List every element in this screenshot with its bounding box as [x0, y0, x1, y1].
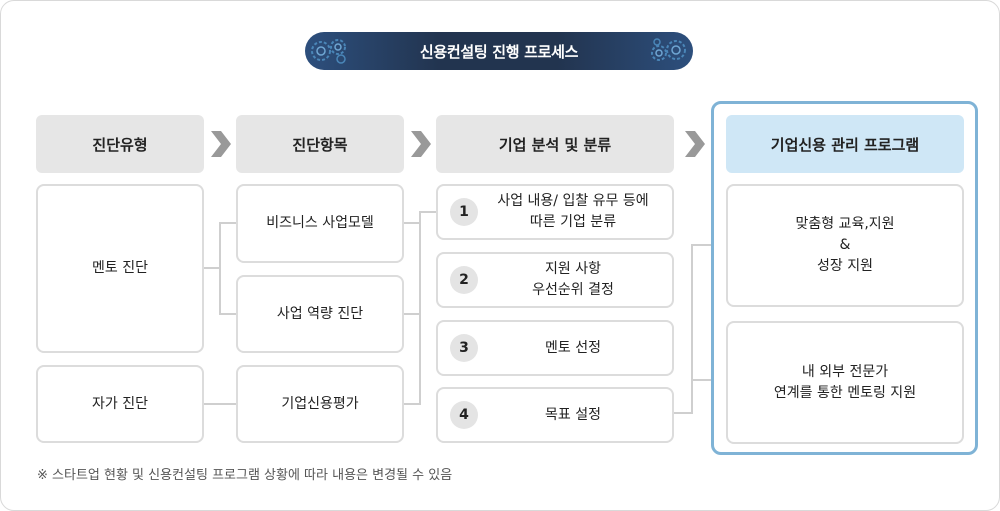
header-label: 기업신용 관리 프로그램 — [770, 135, 920, 154]
step-label: 사업 내용/ 입찰 유무 등에 따른 기업 분류 — [497, 193, 649, 230]
chevron-right-icon — [211, 131, 231, 157]
analysis-step: 1 사업 내용/ 입찰 유무 등에 따른 기업 분류 — [436, 184, 674, 240]
diagnosis-type-self: 자가 진단 — [36, 365, 204, 443]
diagnosis-item-business-model: 비즈니스 사업모델 — [236, 184, 404, 263]
step-number-badge: 3 — [450, 334, 478, 362]
box-label: 멘토 진단 — [92, 260, 148, 276]
header-label: 진단유형 — [92, 135, 148, 154]
header-diagnosis-item: 진단항목 — [236, 115, 404, 173]
step-number-badge: 1 — [450, 198, 478, 226]
header-label: 진단항목 — [292, 135, 348, 154]
box-label: 사업 역량 진단 — [276, 305, 364, 322]
analysis-step: 4 목표 설정 — [436, 387, 674, 443]
footnote: ※ 스타트업 현황 및 신용컨설팅 프로그램 상황에 따라 내용은 변경될 수 … — [37, 468, 453, 483]
box-label: 내 외부 전문가 연계를 통한 멘토링 지원 — [773, 363, 917, 401]
box-label: 기업신용평가 — [281, 395, 359, 412]
analysis-step: 3 멘토 선정 — [436, 320, 674, 376]
title-banner: 신용컨설팅 진행 프로세스 — [305, 32, 693, 70]
step-label: 멘토 선정 — [545, 339, 601, 356]
chevron-right-icon — [685, 131, 705, 157]
gear-icon — [311, 39, 346, 64]
step-number-badge: 2 — [450, 266, 478, 294]
diagram-title: 신용컨설팅 진행 프로세스 — [419, 42, 579, 61]
diagnosis-item-credit-rating: 기업신용평가 — [236, 365, 404, 443]
header-analysis: 기업 분석 및 분류 — [436, 115, 674, 173]
chevron-right-icon — [411, 131, 431, 157]
header-program: 기업신용 관리 프로그램 — [726, 115, 964, 173]
program-item-mentoring: 내 외부 전문가 연계를 통한 멘토링 지원 — [726, 321, 964, 444]
header-label: 기업 분석 및 분류 — [498, 135, 612, 154]
step-number-badge: 4 — [450, 401, 478, 429]
program-item-education-support: 맞춤형 교육,지원 & 성장 지원 — [726, 184, 964, 307]
header-diagnosis-type: 진단유형 — [36, 115, 204, 173]
box-label: 맞춤형 교육,지원 & 성장 지원 — [795, 216, 895, 274]
box-label: 자가 진단 — [92, 395, 148, 412]
program-group-outline — [711, 101, 978, 455]
box-label: 비즈니스 사업모델 — [266, 215, 374, 231]
gear-icon — [651, 38, 686, 61]
diagnosis-type-mentor: 멘토 진단 — [36, 184, 204, 353]
analysis-step: 2 지원 사항 우선순위 결정 — [436, 252, 674, 308]
step-label: 지원 사항 우선순위 결정 — [532, 261, 614, 298]
diagnosis-item-capability: 사업 역량 진단 — [236, 275, 404, 353]
step-label: 목표 설정 — [545, 406, 601, 423]
